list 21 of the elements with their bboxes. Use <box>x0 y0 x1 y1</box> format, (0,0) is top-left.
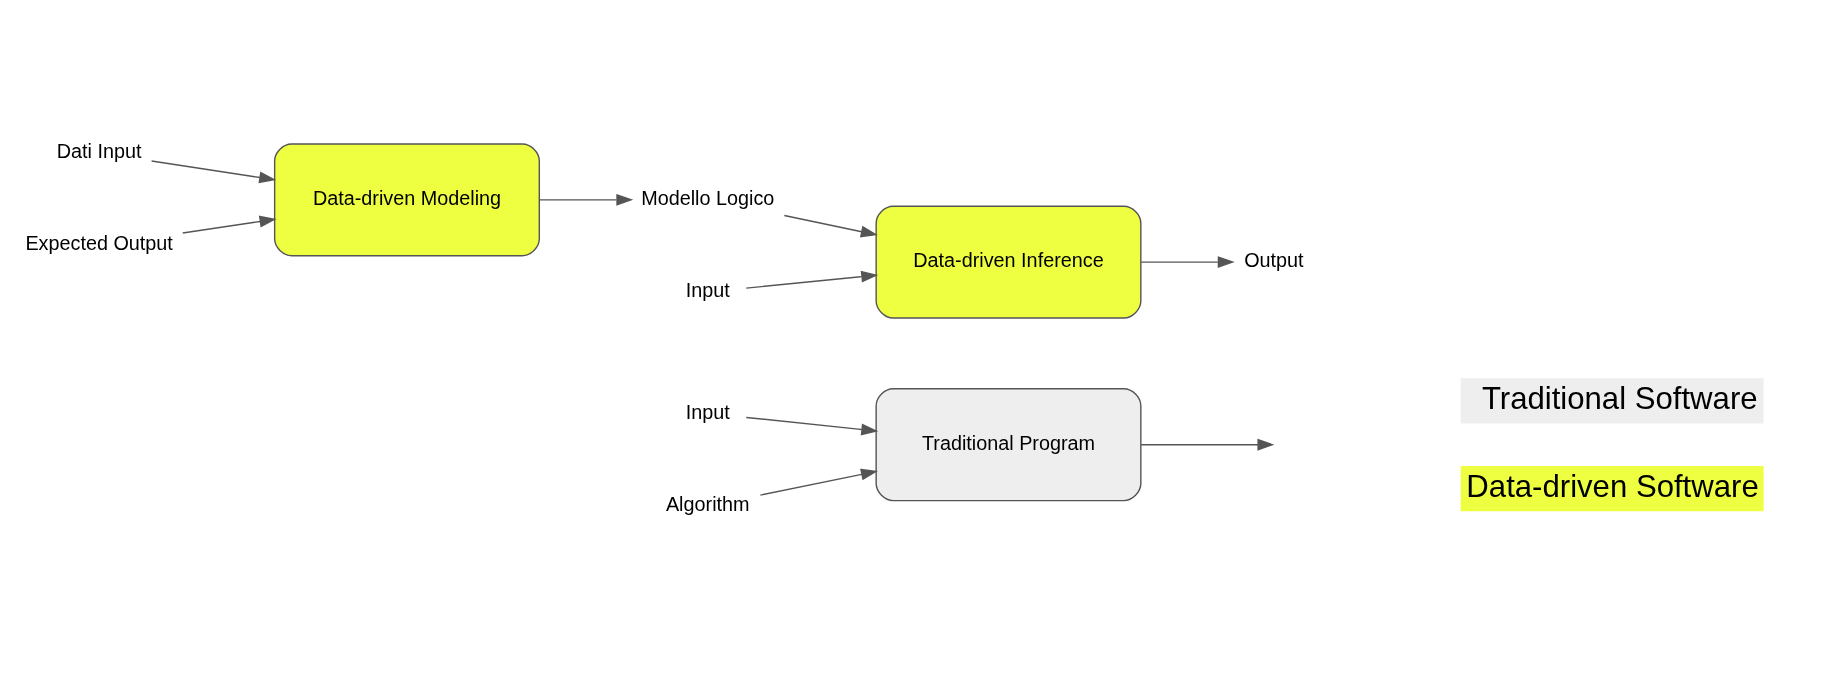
arrow <box>745 416 879 436</box>
arrow <box>538 193 634 206</box>
arrow <box>745 270 879 289</box>
node-text: Dati Input <box>56 140 142 163</box>
node-box: Data-driven Inference <box>875 205 1142 319</box>
arrow <box>759 468 878 496</box>
node-text: Input <box>685 279 730 302</box>
node-text: Input <box>685 400 730 423</box>
legend-label: Traditional Software <box>1481 380 1758 416</box>
arrow <box>783 214 878 238</box>
node-text: Expected Output <box>25 232 173 255</box>
arrow <box>1140 438 1275 451</box>
node-text: Modello Logico <box>641 187 775 210</box>
node-text: Output <box>1244 249 1304 272</box>
arrow <box>150 160 277 184</box>
node-box: Traditional Program <box>875 388 1142 502</box>
arrow <box>182 215 277 234</box>
legend-label: Data-driven Software <box>1466 468 1759 504</box>
arrow <box>1140 256 1235 269</box>
node-box: Data-driven Modeling <box>273 143 540 257</box>
node-text: Algorithm <box>665 492 750 515</box>
